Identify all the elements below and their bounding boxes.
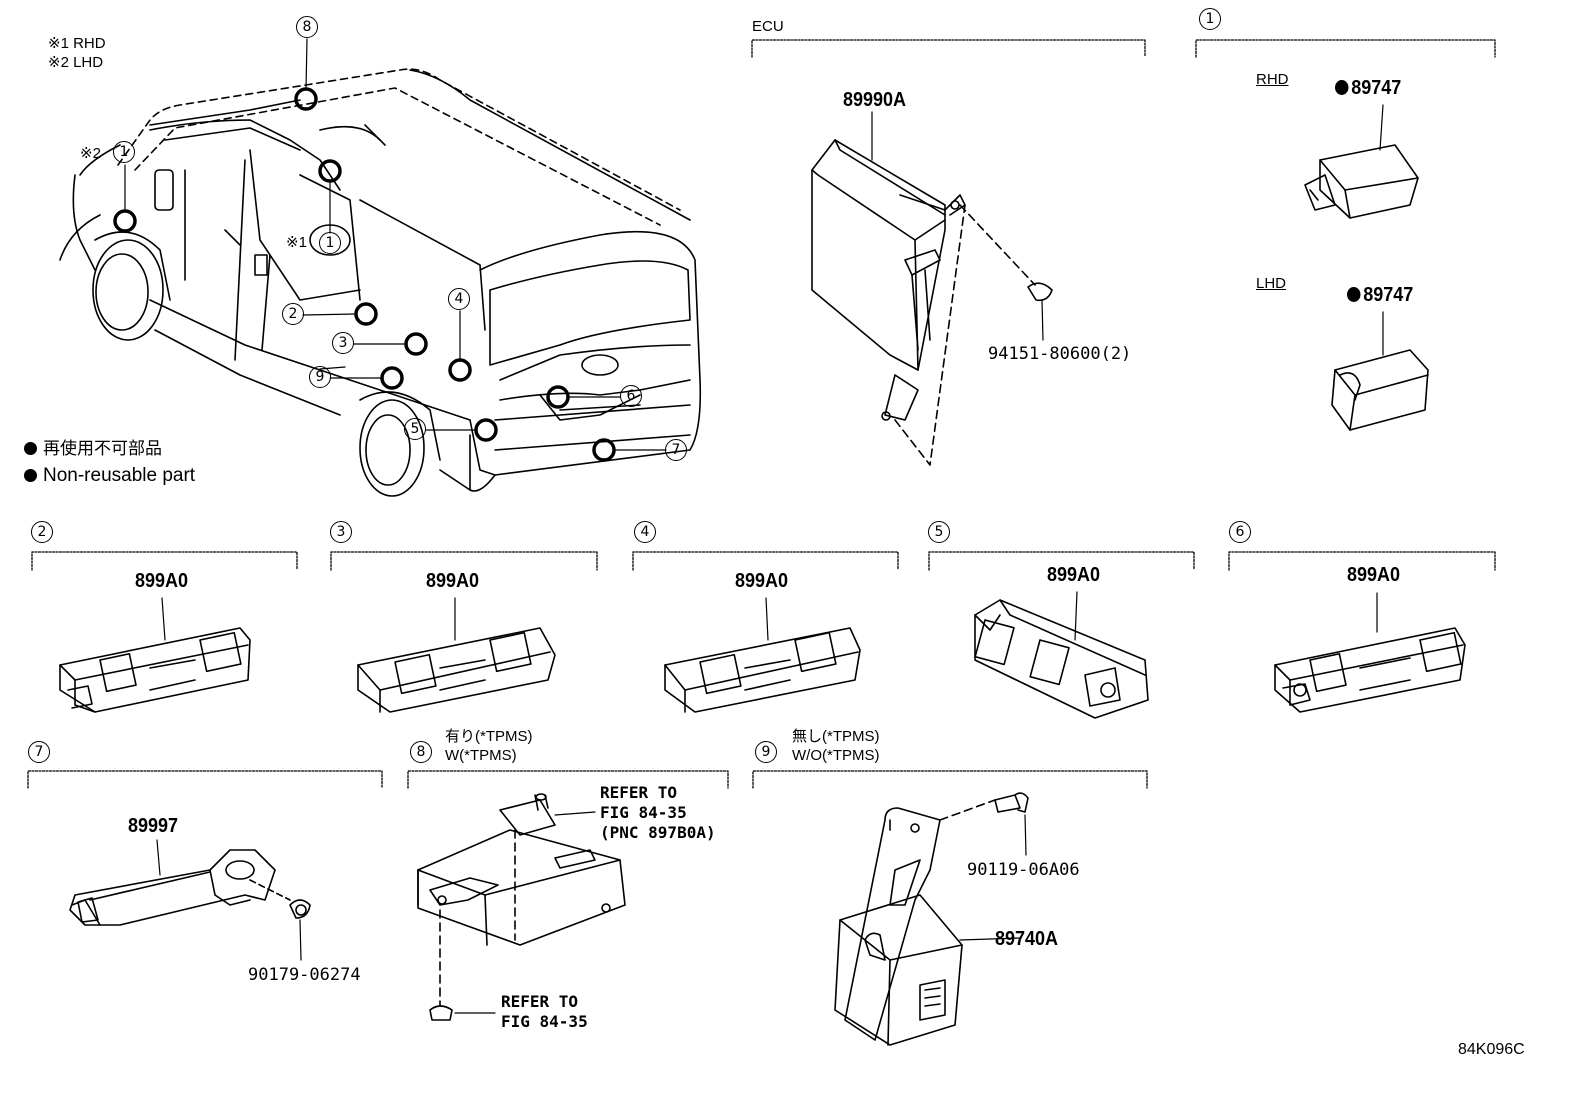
sec1-bracket xyxy=(1195,39,1496,58)
ecu-part-number: 89990A xyxy=(843,89,907,111)
sec7-bracket xyxy=(27,770,383,789)
sensor-7-drawing xyxy=(69,839,311,961)
non-reusable-dot-icon xyxy=(1347,287,1361,302)
van-illustration xyxy=(59,68,702,497)
sensor-6-part: 899A0 xyxy=(1347,564,1401,586)
callout-7: 7 xyxy=(665,439,687,461)
ecu-title: ECU xyxy=(752,18,784,35)
sec9-bolt-part: 90119-06A06 xyxy=(967,860,1080,880)
sec8-bracket xyxy=(407,770,729,789)
note-lhd: ※2 LHD xyxy=(48,54,104,71)
ref-line: REFER TO xyxy=(501,992,579,1011)
section-9-number: 9 xyxy=(755,741,777,763)
relay-rhd-drawing xyxy=(1304,104,1419,219)
non-reusable-dot-icon xyxy=(1335,80,1349,95)
section-8-number: 8 xyxy=(410,741,432,763)
ecu-nut-part-number: 94151-80600(2) xyxy=(988,344,1132,364)
receiver-8-drawing xyxy=(417,793,626,1021)
ref-line: REFER TO xyxy=(600,783,678,802)
sec8-condition-jp: 有り(*TPMS) xyxy=(445,728,533,745)
ref-line: (PNC 897B0A) xyxy=(600,823,716,842)
legend-en: Non-reusable part xyxy=(24,466,195,485)
bracket-unit-9-drawing xyxy=(834,792,1029,1046)
sec8-reference-upper: REFER TO FIG 84-35 (PNC 897B0A) xyxy=(600,783,716,843)
sec1-lhd-label: LHD xyxy=(1256,275,1287,292)
section-3-number: 3 xyxy=(330,521,352,543)
callout-6: 6 xyxy=(620,385,642,407)
sec7-clip-part: 90179-06274 xyxy=(248,965,361,985)
sec8-condition-en: W(*TPMS) xyxy=(445,747,517,764)
sensor-5-part: 899A0 xyxy=(1047,564,1101,586)
section-5-number: 5 xyxy=(928,521,950,543)
callout-3: 3 xyxy=(332,332,354,354)
sec1-rhd-label: RHD xyxy=(1256,71,1289,88)
callout-4: 4 xyxy=(448,288,470,310)
sec1-rhd-part: 89747 xyxy=(1335,78,1401,98)
callout-9: 9 xyxy=(309,366,331,388)
figure-code: 84K096C xyxy=(1458,1041,1525,1058)
section-2-number: 2 xyxy=(31,521,53,543)
section-7-number: 7 xyxy=(28,741,50,763)
sensor-6-drawing xyxy=(1274,592,1466,713)
callout-1b: 1 xyxy=(319,232,341,254)
ecu-bracket xyxy=(751,39,1146,58)
van-mark-2: ※2 xyxy=(80,145,101,162)
van-mark-1: ※1 xyxy=(286,234,307,251)
ref-line: FIG 84-35 xyxy=(501,1012,588,1031)
sensor-4-drawing xyxy=(664,597,861,713)
sec9-condition-en: W/O(*TPMS) xyxy=(792,747,880,764)
callout-5: 5 xyxy=(404,418,426,440)
section-1-number: 1 xyxy=(1199,8,1221,30)
callout-8: 8 xyxy=(296,16,318,38)
sensor-2-part: 899A0 xyxy=(135,570,189,592)
sec7-part: 89997 xyxy=(128,815,179,837)
ecu-drawing xyxy=(811,111,1053,466)
van-location-markers xyxy=(113,87,616,462)
callout-2: 2 xyxy=(282,303,304,325)
sec1-lhd-part: 89747 xyxy=(1347,285,1413,305)
sensor-4-part: 899A0 xyxy=(735,570,789,592)
sec9-bracket xyxy=(752,770,1148,789)
van-leader-lines xyxy=(124,38,667,451)
non-reusable-dot-icon xyxy=(24,442,37,455)
callout-1a: 1 xyxy=(113,141,135,163)
sec9-part: 89740A xyxy=(995,928,1059,950)
sensor-2-drawing xyxy=(59,597,251,713)
sensor-3-part: 899A0 xyxy=(426,570,480,592)
ref-line: FIG 84-35 xyxy=(600,803,687,822)
relay-lhd-drawing xyxy=(1331,311,1429,431)
note-rhd: ※1 RHD xyxy=(48,35,106,52)
sec8-reference-lower: REFER TO FIG 84-35 xyxy=(501,992,588,1032)
legend-jp: 再使用不可部品 xyxy=(24,440,162,457)
non-reusable-dot-icon xyxy=(24,469,37,482)
sensor-brackets xyxy=(31,551,1496,571)
section-4-number: 4 xyxy=(634,521,656,543)
section-6-number: 6 xyxy=(1229,521,1251,543)
sensor-5-drawing xyxy=(974,591,1149,719)
sec9-condition-jp: 無し(*TPMS) xyxy=(792,728,880,745)
sensor-3-drawing xyxy=(357,597,556,713)
